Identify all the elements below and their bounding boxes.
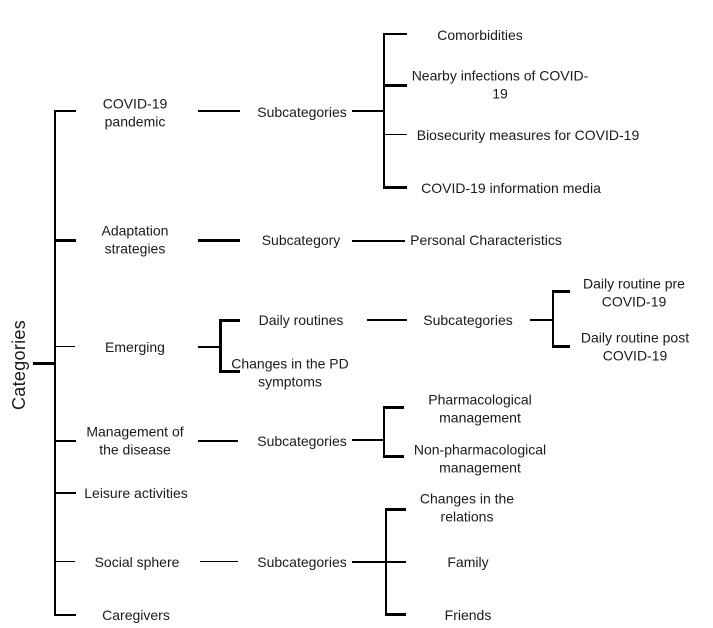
subcategory-daily-routine-pre: Daily routine pre COVID-19 — [583, 275, 685, 310]
arm-nearby-infections — [383, 84, 407, 87]
subcategory-covid-information-media: COVID-19 information media — [421, 179, 601, 196]
subcategory-daily-routine-post: Daily routine post COVID-19 — [580, 329, 690, 364]
arm-changes-pd-symptoms — [219, 370, 240, 373]
connector-label-subcategories-covid: Subcategories — [257, 103, 347, 120]
connector-daily-bracket — [530, 319, 553, 321]
management-bracket-vertical-line — [383, 407, 385, 458]
subnode-daily-routines: Daily routines — [258, 311, 344, 328]
tick-leisure — [54, 492, 76, 494]
category-adaptation-strategies: Adaptation strategies — [101, 222, 169, 257]
subcategory-personal-characteristics: Personal Characteristics — [410, 231, 562, 248]
dash-covid-to-subcategories — [198, 110, 240, 112]
arm-covid-information-media — [383, 186, 407, 189]
connector-label-subcategories-management: Subcategories — [257, 432, 347, 449]
arm-daily-routines — [219, 319, 240, 322]
dash-social-to-subcategories — [200, 561, 238, 562]
tick-social-sphere — [55, 561, 75, 562]
arm-comorbidities — [383, 33, 407, 35]
emerging-bracket-vertical-line — [219, 319, 222, 373]
arm-daily-routine-pre — [552, 290, 570, 293]
connector-label-subcategory-adaptation: Subcategory — [261, 231, 341, 248]
tick-caregivers — [54, 614, 76, 616]
subcategory-comorbidities: Comorbidities — [437, 26, 523, 43]
connector-emerging — [198, 346, 220, 348]
tick-adaptation — [54, 239, 76, 242]
connector-label-subcategories-daily: Subcategories — [423, 311, 513, 328]
arm-pharmacological — [383, 406, 404, 409]
subcategory-biosecurity-measures: Biosecurity measures for COVID-19 — [416, 126, 640, 143]
connector-personal-characteristics — [352, 240, 405, 242]
main-bracket-vertical-line — [54, 111, 56, 616]
dash-adaptation-to-subcategory — [198, 239, 240, 242]
category-management-disease: Management of the disease — [86, 423, 184, 458]
subcategory-changes-relations: Changes in the relations — [419, 490, 515, 525]
tick-covid-pandemic — [54, 110, 76, 112]
subcategory-pharmacological: Pharmacological management — [428, 391, 532, 426]
dash-daily-to-subcategories — [367, 319, 407, 321]
connector-social-bracket — [352, 561, 386, 563]
connector-management-bracket — [352, 439, 385, 441]
arm-changes-relations — [385, 508, 406, 511]
dash-management-to-subcategories — [198, 440, 238, 442]
subcategory-non-pharmacological: Non-pharmacological management — [413, 441, 547, 476]
subcategory-family: Family — [447, 553, 489, 570]
connector-label-subcategories-social: Subcategories — [257, 553, 347, 570]
tick-emerging — [55, 346, 75, 347]
subnode-changes-pd-symptoms: Changes in the PD symptoms — [231, 355, 349, 390]
connector-subcategories-bracket — [352, 110, 385, 112]
covid-bracket-vertical-line — [383, 34, 385, 188]
root-connector-line — [33, 362, 55, 365]
arm-non-pharmacological — [383, 455, 404, 458]
arm-daily-routine-post — [552, 345, 570, 348]
tick-management — [54, 440, 76, 442]
arm-friends — [385, 613, 406, 616]
subcategory-nearby-infections: Nearby infections of COVID- 19 — [411, 67, 589, 102]
arm-family — [385, 561, 406, 563]
category-covid-pandemic: COVID-19 pandemic — [102, 95, 168, 130]
subcategory-friends: Friends — [444, 606, 492, 623]
category-leisure-activities: Leisure activities — [84, 484, 188, 501]
arm-biosecurity — [383, 134, 407, 135]
category-social-sphere: Social sphere — [94, 553, 180, 570]
daily-bracket-vertical-line — [552, 291, 554, 348]
category-emerging: Emerging — [105, 338, 165, 355]
category-caregivers: Caregivers — [102, 606, 170, 623]
root-label: Categories — [9, 319, 30, 411]
